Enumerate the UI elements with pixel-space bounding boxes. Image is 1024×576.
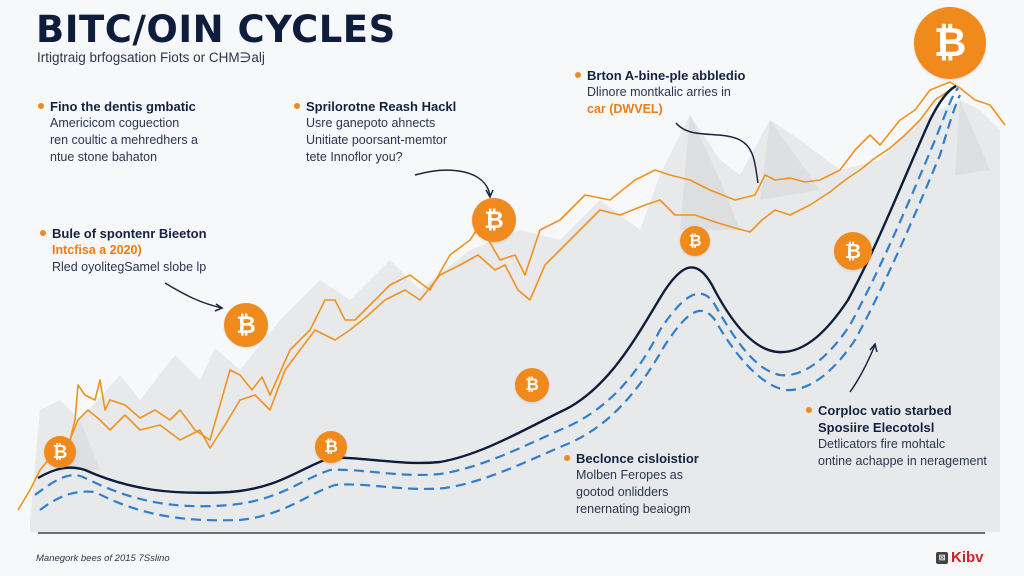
annotation-note: Brton A-bine-ple abbledio Dlinore montka… bbox=[574, 67, 746, 118]
brand-logo: ⊠ Kibv bbox=[936, 549, 984, 566]
annotation-line: ren coultic a mehredhers a bbox=[50, 133, 198, 147]
annotation-line: Dlinore montkalic arries in bbox=[587, 85, 731, 99]
annotation-note: Bule of spontenr Bieeton Intcfisa a 2020… bbox=[40, 225, 207, 276]
pointer-arrows bbox=[164, 122, 878, 393]
cycle-trend-line bbox=[37, 84, 957, 494]
bitcoin-coin-icon: ₿ bbox=[315, 431, 347, 463]
bitcoin-coin-icon: ₿ bbox=[680, 226, 710, 256]
annotation-line: Unitiate poorsant-memtor bbox=[306, 133, 448, 147]
annotation-note: Beclonce cisloistior Molben Feropes as g… bbox=[564, 450, 699, 518]
annotation-highlight: car (DWVEL) bbox=[587, 102, 663, 116]
bitcoin-coin-icon: ₿ bbox=[834, 232, 872, 270]
bitcoin-coin-icon: ₿ bbox=[515, 368, 549, 402]
annotation-line: Molben Feropes as bbox=[576, 468, 684, 482]
mountain-highlights bbox=[60, 100, 990, 470]
annotation-highlight: Intcfisa a 2020) bbox=[52, 243, 142, 257]
annotation-heading: Bule of spontenr Bieeton bbox=[40, 226, 207, 241]
page-subtitle: Irtigtraig brfogsation Fiots or CHM∋alj bbox=[37, 50, 265, 65]
annotation-line: Detlicators fire mohtalc bbox=[818, 437, 946, 451]
annotation-heading: Sprilorotne Reash Hackl bbox=[293, 99, 457, 114]
annotation-line: Usre ganepoto ahnects bbox=[306, 116, 436, 130]
annotation-line: Americicom coguection bbox=[50, 116, 180, 130]
annotation-line: renernating beaiogm bbox=[576, 502, 691, 516]
bitcoin-coin-icon: ₿ bbox=[914, 7, 986, 79]
brand-icon: ⊠ bbox=[936, 551, 948, 564]
bitcoin-coin-icon: ₿ bbox=[224, 303, 268, 347]
annotation-line: ntue stone bahaton bbox=[50, 150, 158, 164]
footer-note: Manegork bees of 2015 7Sslino bbox=[36, 553, 170, 564]
annotation-note: Sprilorotne Reash Hackl Usre ganepoto ah… bbox=[293, 98, 457, 166]
annotation-line: gootod onlidders bbox=[576, 485, 669, 499]
mountain-background bbox=[30, 100, 1000, 532]
price-lines bbox=[17, 81, 1006, 511]
brand-name: Kibv bbox=[951, 549, 984, 566]
annotation-note: Fino the dentis gmbatic Americicom cogue… bbox=[38, 98, 198, 166]
footer-divider bbox=[38, 532, 985, 534]
annotation-heading: Beclonce cisloistior bbox=[564, 451, 699, 466]
annotation-note: Corploc vatio starbed Sposiire Elecotols… bbox=[806, 402, 987, 470]
annotation-heading: Brton A-bine-ple abbledio bbox=[574, 68, 746, 83]
annotation-heading-2: Sposiire Elecotolsl bbox=[818, 419, 987, 436]
annotation-line: Rled oyolitegSamel slobe lp bbox=[52, 260, 207, 274]
annotation-heading: Fino the dentis gmbatic bbox=[38, 98, 198, 115]
bitcoin-coin-icon: ₿ bbox=[472, 198, 516, 242]
annotation-line: tete Innoflor you? bbox=[306, 150, 403, 164]
annotation-line: ontine achappe in neragement bbox=[818, 454, 987, 468]
annotation-heading: Corploc vatio starbed bbox=[806, 402, 987, 419]
cycle-bands bbox=[34, 87, 961, 522]
annotation-heading-2-text: Sposiire Elecotolsl bbox=[818, 420, 935, 435]
bitcoin-coin-icon: ₿ bbox=[44, 436, 76, 468]
page-title: BITC/OIN CYCLES bbox=[36, 8, 396, 51]
